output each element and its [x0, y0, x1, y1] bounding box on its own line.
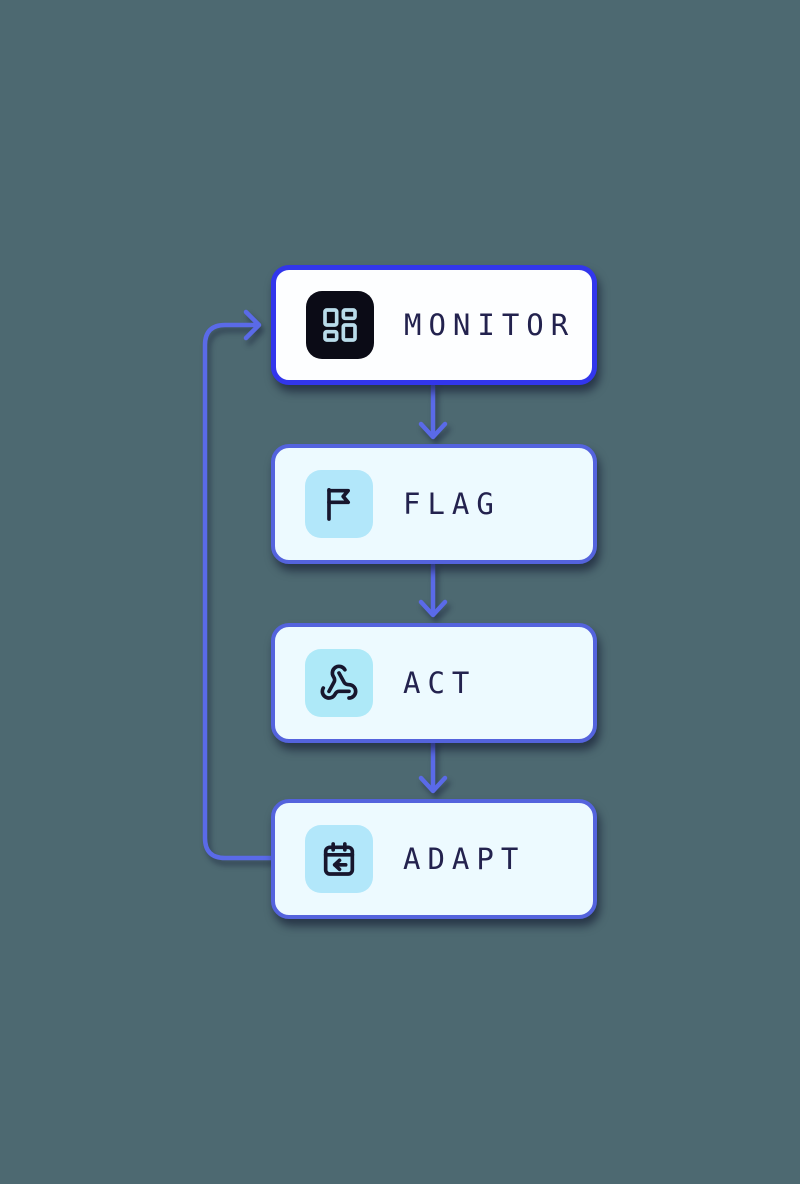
- step-act-label: ACT: [403, 666, 477, 700]
- dashboard-icon: [306, 291, 374, 359]
- arrow-adapt-loop-to-monitor: [202, 309, 274, 861]
- step-flag: FLAG: [271, 444, 597, 564]
- flag-icon: [305, 470, 373, 538]
- arrow-monitor-to-flag: [418, 383, 448, 440]
- calendar-arrow-left-icon: [305, 825, 373, 893]
- step-adapt-label: ADAPT: [403, 842, 526, 876]
- arrow-act-to-adapt: [418, 738, 448, 794]
- step-monitor: MONITOR: [271, 265, 597, 385]
- arrow-flag-to-act: [418, 562, 448, 618]
- step-act: ACT: [271, 623, 597, 743]
- step-adapt: ADAPT: [271, 799, 597, 919]
- webhook-icon: [305, 649, 373, 717]
- step-flag-label: FLAG: [403, 487, 501, 521]
- step-monitor-label: MONITOR: [404, 308, 576, 342]
